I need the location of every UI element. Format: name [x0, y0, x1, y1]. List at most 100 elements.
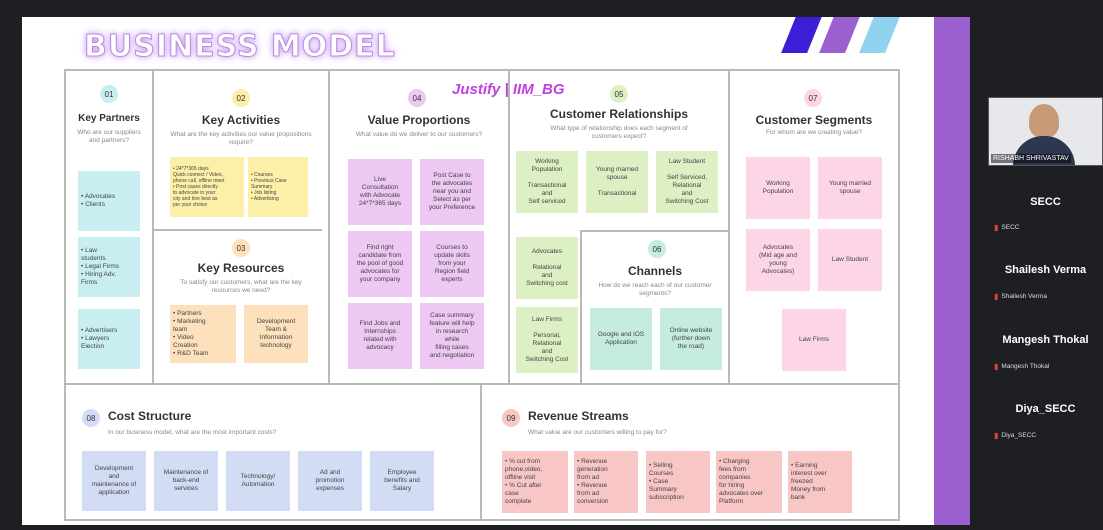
sticky-note: Find right candidate from the pool of go… — [348, 231, 412, 297]
mic-muted-icon: ▮ — [994, 362, 999, 371]
participant-name: SECC — [1030, 196, 1061, 208]
sticky-note: Young married spouse — [818, 157, 882, 219]
sticky-note: • Partners • Marketing team • Video Crea… — [170, 305, 236, 363]
section-number: 09 — [502, 409, 520, 427]
sticky-note: Young married spouse Transactional — [586, 151, 648, 213]
participant-label-text: SECC — [1001, 224, 1020, 231]
section-subtitle: To satisfy our customers, what are the k… — [180, 279, 302, 294]
sticky-note: Working Population — [746, 157, 810, 219]
participant-face — [1029, 104, 1059, 138]
sticky-note: Technology/ Automation — [226, 451, 290, 511]
section-subtitle: Who are our suppliers and partners? — [77, 129, 141, 144]
section-subtitle: What value do we deliver to our customer… — [355, 131, 483, 138]
sticky-note: Law Student — [818, 229, 882, 291]
section-number: 01 — [100, 85, 118, 103]
participant-tile[interactable]: Shailesh Verma ▮Shailesh Verma — [988, 264, 1103, 304]
section-number: 06 — [648, 240, 666, 258]
participant-tile[interactable]: Mangesh Thokal ▮Mangesh Thokal — [988, 334, 1103, 374]
shared-slide: BUSINESS MODEL Justify | IIM_BG 01 Key P… — [22, 17, 970, 525]
channels-section: 06 Channels How do we reach each of our … — [582, 232, 728, 383]
sticky-note: Working Population Transactional and Sel… — [516, 151, 578, 213]
divider — [152, 71, 154, 383]
sticky-note: Development Team & Information technolog… — [244, 305, 308, 363]
sticky-note: Courses to update skills from your Regio… — [420, 231, 484, 297]
sticky-note: • Courses • Previous Case Summary • Job … — [248, 157, 308, 217]
section-title: Channels — [627, 264, 682, 278]
decor-shape — [781, 17, 825, 53]
section-title: Customer Relationships — [549, 107, 689, 121]
section-title: Value Proportions — [367, 113, 471, 127]
divider — [728, 71, 730, 383]
key-partners-section: 01 Key Partners Who are our suppliers an… — [66, 71, 152, 383]
sticky-note: Google and iOS Application — [590, 308, 652, 370]
section-title: Cost Structure — [108, 409, 192, 423]
section-title: Revenue Streams — [528, 409, 629, 423]
participant-label-text: Shailesh Verma — [1001, 293, 1047, 300]
value-propositions-section: 04 Value Proportions What value do we de… — [330, 71, 508, 383]
mic-muted-icon: ▮ — [994, 431, 999, 440]
divider — [154, 229, 322, 231]
divider — [580, 230, 730, 232]
divider — [66, 383, 898, 385]
sticky-note: • Earning interest over freezed Money fr… — [788, 451, 852, 513]
section-number: 08 — [82, 409, 100, 427]
sticky-note: • Revenue generation from ad • Revenue f… — [574, 451, 638, 513]
sticky-note: Live Consultation with Advocate 24*7*365… — [348, 159, 412, 225]
customer-segments-section: 07 Customer Segments For whom are we cre… — [730, 71, 898, 383]
sticky-note: Find Jobs and Internships related with a… — [348, 303, 412, 369]
business-model-canvas: Justify | IIM_BG 01 Key Partners Who are… — [64, 69, 900, 521]
participant-name: Shailesh Verma — [1004, 264, 1087, 276]
slide-title: BUSINESS MODEL — [84, 29, 396, 65]
participant-tile[interactable]: SECC ▮SECC — [988, 196, 1103, 236]
divider — [328, 71, 330, 383]
sticky-note: • Advocates • Clients — [78, 171, 140, 231]
sticky-note: Advocates (Mid age and young Advocates) — [746, 229, 810, 291]
section-subtitle: How do we reach each of our customer seg… — [598, 282, 712, 297]
sticky-note: • Law students • Legal Firms • Hiring Ad… — [78, 237, 140, 297]
sticky-note: Online website (further down the road) — [660, 308, 722, 370]
sticky-note: Law Student Self Serviced, Relational an… — [656, 151, 718, 213]
key-resources-section: 03 Key Resources To satisfy our customer… — [154, 231, 328, 383]
mic-muted-icon: ▮ — [994, 292, 999, 301]
section-title: Customer Segments — [755, 113, 873, 127]
sticky-note: Law Firms Personal, Relational and Switc… — [516, 307, 578, 373]
sticky-note: • 24*7*365 days Quick connect / Video, p… — [170, 157, 244, 217]
participant-label: ▮SECC — [994, 223, 1019, 232]
decor-shape — [819, 17, 863, 53]
sticky-note: Development and maintenance of applicati… — [82, 451, 146, 511]
section-subtitle: For whom are we creating value? — [765, 129, 863, 136]
sticky-note: • Selling Courses • Case Summary subscri… — [646, 451, 710, 513]
section-subtitle: What are the key activities our value pr… — [170, 131, 312, 146]
participant-label-text: Mangesh Thokal — [1001, 363, 1050, 370]
sticky-note: • Advertisers • Lawyers Election — [78, 309, 140, 369]
participant-tile[interactable]: Diya_SECC ▮Diya_SECC — [988, 403, 1103, 443]
sticky-note: Post Case to the advocates near you and … — [420, 159, 484, 225]
section-subtitle: What type of relationship does each segm… — [550, 125, 688, 140]
section-title: Key Resources — [197, 261, 285, 275]
participant-label-text: Diya_SECC — [1001, 432, 1037, 439]
sticky-note: Maintenance of back-end services — [154, 451, 218, 511]
divider — [580, 230, 582, 383]
section-number: 07 — [804, 89, 822, 107]
section-number: 04 — [408, 89, 426, 107]
participant-video-name: RISHABH SHRIVASTAV — [991, 154, 1071, 163]
sticky-note: Case summary feature will help in resear… — [420, 303, 484, 369]
sticky-note: • Charging fees from companies for hirin… — [716, 451, 782, 513]
participant-name: Diya_SECC — [1015, 403, 1076, 415]
decor-shape — [859, 17, 903, 53]
participant-video[interactable]: RISHABH SHRIVASTAV — [988, 97, 1103, 166]
section-subtitle: In our business model, what are the most… — [108, 429, 277, 436]
section-title: Key Activities — [201, 113, 281, 127]
participant-label: ▮Shailesh Verma — [994, 292, 1047, 301]
participant-name: Mangesh Thokal — [1002, 334, 1089, 346]
watermark: Justify | IIM_BG — [452, 81, 565, 98]
mic-muted-icon: ▮ — [994, 223, 999, 232]
sticky-note: Advocates Relational and Switching cost — [516, 237, 578, 299]
section-title: Key Partners — [78, 113, 140, 124]
decor-strip — [934, 17, 970, 525]
section-subtitle: What value are our customers willing to … — [528, 429, 667, 436]
sticky-note: Ad and promotion expenses — [298, 451, 362, 511]
sticky-note: • % cut from phone,video, offline visit … — [502, 451, 568, 513]
section-number: 03 — [232, 239, 250, 257]
